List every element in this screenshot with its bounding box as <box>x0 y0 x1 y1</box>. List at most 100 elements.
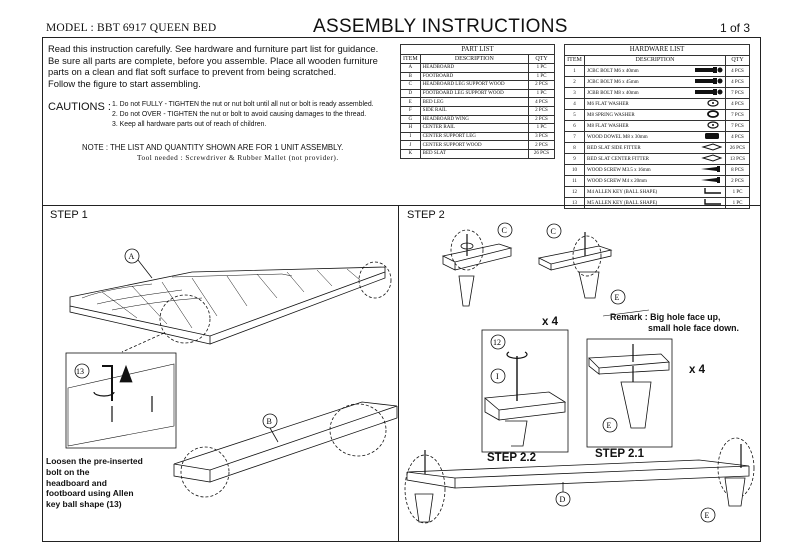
part-item: A <box>400 63 421 73</box>
bolt-icon <box>695 78 723 85</box>
part-description: BED LEG <box>419 97 530 107</box>
bolt-icon <box>695 67 723 74</box>
step1-illustration: A B 13 <box>65 248 398 498</box>
part-qty: 26 PCS <box>528 148 555 159</box>
column-header: DESCRIPTION <box>584 54 726 67</box>
hardware-description: M8 SPRING WASHER <box>584 109 691 122</box>
intro-line: parts on a clean and flat soft surface t… <box>48 66 337 78</box>
column-header: QTY <box>528 54 555 64</box>
intro-line: Be sure all parts are complete, before y… <box>48 54 378 66</box>
document-frame <box>42 37 761 542</box>
part-qty: 2 PCS <box>528 140 555 150</box>
hardware-description: WOOD SCREW M4 x 20mm <box>584 175 691 188</box>
part-item: K <box>400 148 421 159</box>
hardware-description: JCBC BOLT M6 x 40mm <box>584 65 691 78</box>
part-item: F <box>400 105 421 116</box>
hardware-icon-cell <box>691 76 726 89</box>
step21-label: STEP 2.1 <box>595 448 645 460</box>
part-qty: 1 PC <box>528 63 555 73</box>
part-item: H <box>400 123 421 133</box>
step2-label: STEP 2 <box>407 209 445 221</box>
fitter-icon <box>701 143 723 151</box>
hardware-description: JCBC BOLT M6 x 45mm <box>584 76 691 89</box>
hardware-item: 12 <box>564 186 585 199</box>
step1-instruction: Loosen the pre-inserted bolt on the head… <box>46 456 171 510</box>
hardware-description: WOOD SCREW M3.5 x 16mm <box>584 164 691 177</box>
fitter-icon <box>701 154 723 162</box>
part-description: CENTER SUPPORT LEG <box>419 131 530 142</box>
hardware-qty: 4 PCS <box>725 65 750 78</box>
callout-a: A <box>129 252 135 261</box>
part-qty: 2 PCS <box>528 105 555 116</box>
callout-e: E <box>607 421 612 430</box>
key-icon <box>704 199 721 205</box>
part-item: I <box>400 131 421 142</box>
part-qty: 1 PC <box>528 71 555 82</box>
part-item: C <box>400 80 421 90</box>
screw-icon <box>701 166 720 173</box>
hardware-item: 10 <box>564 164 585 177</box>
remark-line-1: Remark : Big hole face up, <box>610 312 721 322</box>
callout-12: 12 <box>493 338 501 347</box>
caution-item: 1. Do not FULLY - TIGHTEN the nut or nut… <box>112 101 374 108</box>
tools-needed: Tool needed : Screwdriver & Rubber Malle… <box>137 153 339 162</box>
quantity-note: NOTE : THE LIST AND QUANTITY SHOWN ARE F… <box>82 143 344 152</box>
hardware-item: 3 <box>564 87 585 100</box>
part-description: HEADBOARD WING <box>419 114 530 125</box>
part-description: CENTER SUPPORT WOOD <box>419 140 530 150</box>
key-icon <box>704 188 721 194</box>
hardware-item: 8 <box>564 142 585 155</box>
hardware-item: 6 <box>564 120 585 133</box>
step22-quantity: x 4 <box>542 316 558 328</box>
hardware-item: 11 <box>564 175 585 188</box>
intro-text: Read this instruction carefully. See har… <box>48 43 396 89</box>
step21-quantity: x 4 <box>689 364 705 376</box>
part-qty: 1 PC <box>528 123 555 133</box>
callout-13: 13 <box>76 367 84 376</box>
hardware-qty: 26 PCS <box>725 142 750 155</box>
callout-c: C <box>551 227 556 236</box>
step2-illustration: C C E 12 I E D E <box>404 222 755 524</box>
instruction-line: footboard using Allen <box>46 488 134 499</box>
part-qty: 2 PCS <box>528 114 555 125</box>
part-description: CENTER RAIL <box>419 123 530 133</box>
step2-panel: STEP 2 <box>399 205 761 542</box>
cautions-label: CAUTIONS : <box>48 101 111 113</box>
part-description: BED SLAT <box>419 148 530 159</box>
washer-icon <box>707 99 719 107</box>
intro-line: Follow the figure to start assembling. <box>48 77 201 89</box>
part-qty: 4 PCS <box>528 97 555 107</box>
part-item: D <box>400 88 421 99</box>
part-item: B <box>400 71 421 82</box>
screw-icon <box>701 177 720 184</box>
part-list-title: PART LIST <box>400 44 555 55</box>
hardware-qty: 2 PCS <box>725 175 750 188</box>
part-description: HEADBOARD LEG SUPPORT WOOD <box>419 80 530 90</box>
callout-e: E <box>705 511 710 520</box>
hardware-description: BED SLAT SIDE FITTER <box>584 142 691 155</box>
caution-item: 2. Do not OVER - TIGHTEN the nut or bolt… <box>112 111 367 118</box>
callout-c: C <box>502 226 507 235</box>
hardware-icon-cell <box>691 142 726 155</box>
hardware-description: M4 ALLEN KEY (BALL SHAPE) <box>584 186 691 199</box>
part-qty: 3 PCS <box>528 131 555 142</box>
part-description: FOOTBOARD <box>419 71 530 82</box>
bolt-icon <box>695 89 723 96</box>
hardware-description: M6 FLAT WASHER <box>584 98 691 111</box>
